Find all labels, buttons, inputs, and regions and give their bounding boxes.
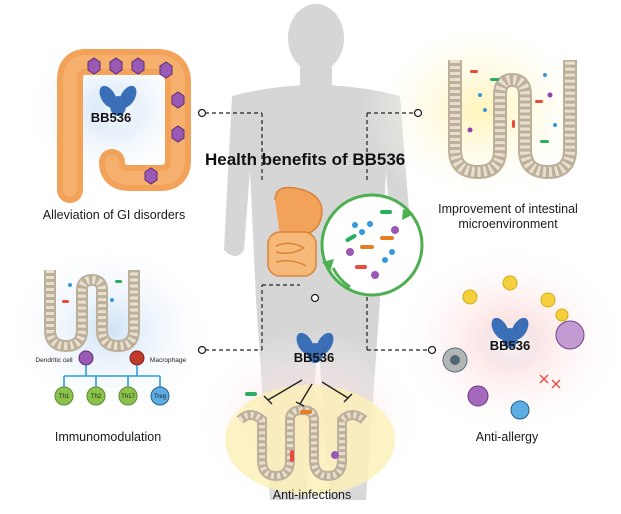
treg-label: Treg: [154, 394, 166, 400]
microbiome-circle: [320, 193, 424, 297]
macrophage-label: Macrophage: [150, 357, 187, 364]
bb536-label-gi: BB536: [91, 110, 131, 125]
bb536-label-infection: BB536: [294, 350, 334, 365]
villi-microenv: [448, 60, 577, 180]
connector-dots: [197, 108, 437, 355]
bb536-shape-top: [99, 85, 137, 116]
glow-yellow-top: [360, 10, 600, 210]
villi-immuno: [44, 270, 170, 406]
glow-blue-immuno: [0, 240, 220, 420]
label-anti-allergy: Anti-allergy: [475, 430, 539, 444]
dendritic-cell-label: Dendritic cell: [35, 357, 73, 364]
diagram-title: Health benefits of BB536: [205, 150, 406, 169]
bb536-label-allergy: BB536: [490, 338, 530, 353]
label-anti-infections: Anti-infections: [272, 488, 352, 502]
th1-label: Th1: [59, 394, 70, 400]
label-gi-disorders: Alleviation of GI disorders: [42, 208, 186, 222]
connector-lines: [205, 112, 428, 351]
label-microenv-line1: Improvement of intestinal: [438, 202, 578, 216]
central-gut: [267, 186, 323, 277]
th17-label: Th17: [121, 394, 135, 400]
label-immunomodulation: Immunomodulation: [54, 430, 162, 444]
label-microenv-line2: microenvironment: [458, 217, 558, 231]
villi-infection: [236, 379, 368, 482]
th2-label: Th2: [91, 394, 102, 400]
bb536-shape-immuno-center: [296, 332, 334, 363]
label-microenv: Improvement of intestinal microenvironme…: [418, 202, 598, 232]
bb536-shape-allergy: [491, 317, 529, 348]
